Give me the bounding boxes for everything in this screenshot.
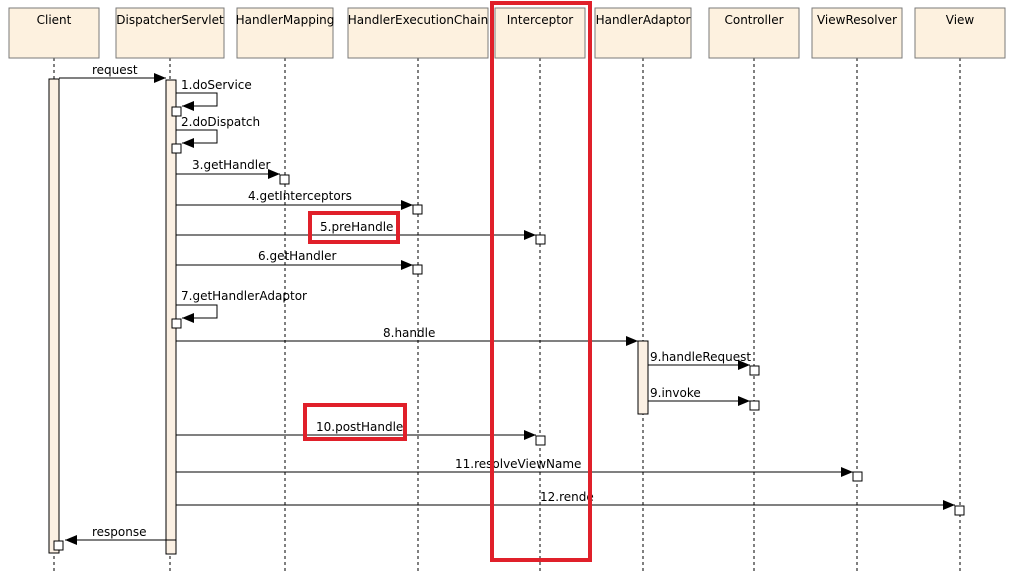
m10-label: 10.postHandle xyxy=(316,420,403,434)
m1-return-box xyxy=(171,106,182,117)
message-response: response xyxy=(53,525,176,551)
posthandle-highlight-box xyxy=(303,403,407,441)
participant-chain[interactable]: HandlerExecutionChain xyxy=(347,7,489,59)
m2-return-box xyxy=(171,143,182,154)
interceptor-participant-box xyxy=(494,7,586,59)
m2-self-arrow xyxy=(176,129,218,148)
mapping-participant-label: HandlerMapping xyxy=(236,13,335,27)
controller-participant-box xyxy=(708,7,800,59)
mapping-participant-box xyxy=(236,7,334,59)
dispatcher-activation-bar xyxy=(165,79,177,555)
m10-return-box xyxy=(535,435,546,446)
message-m4: 4.getInterceptors xyxy=(176,189,423,215)
m5-label: 5.preHandle xyxy=(320,220,393,234)
m9a-label: 9.handleRequest xyxy=(650,350,751,364)
participant-mapping[interactable]: HandlerMapping xyxy=(236,7,335,59)
message-m6: 6.getHandler xyxy=(176,249,423,275)
message-m7: 7.getHandlerAdaptor xyxy=(171,289,307,329)
message-m8: 8.handle xyxy=(176,326,638,346)
prehandle-highlight-box xyxy=(308,211,400,244)
participant-controller[interactable]: Controller xyxy=(708,7,800,59)
m3-return-box xyxy=(279,174,290,185)
dispatcher-participant-label: DispatcherServlet xyxy=(116,13,224,27)
adaptor-activation-bar xyxy=(637,340,649,415)
participant-adaptor[interactable]: HandlerAdaptor xyxy=(594,7,692,59)
response-label: response xyxy=(92,525,147,539)
controller-participant-label: Controller xyxy=(724,13,783,27)
adaptor-participant-label: HandlerAdaptor xyxy=(596,13,691,27)
m7-label: 7.getHandlerAdaptor xyxy=(181,289,307,303)
message-m1: 1.doService xyxy=(171,78,252,117)
m1-label: 1.doService xyxy=(181,78,252,92)
view-participant-label: View xyxy=(946,13,975,27)
m2-label: 2.doDispatch xyxy=(181,115,260,129)
request-label: request xyxy=(92,63,138,77)
m7-self-arrow xyxy=(176,304,218,323)
m11-label: 11.resolveViewName xyxy=(455,457,581,471)
message-m12: 12.rende xyxy=(176,490,965,516)
m5-return-box xyxy=(535,234,546,245)
m12-return-box xyxy=(954,505,965,516)
response-return-box xyxy=(53,540,64,551)
chain-participant-box xyxy=(347,7,489,59)
m7-return-box xyxy=(171,318,182,329)
m11-return-box xyxy=(852,471,863,482)
m9b-return-box xyxy=(749,400,760,411)
m4-return-box xyxy=(412,204,423,215)
message-m5: 5.preHandle xyxy=(176,220,546,245)
message-m2: 2.doDispatch xyxy=(171,115,260,154)
m6-return-box xyxy=(412,264,423,275)
chain-participant-label: HandlerExecutionChain xyxy=(348,13,488,27)
resolver-participant-box xyxy=(811,7,903,59)
client-activation-bar xyxy=(48,78,60,554)
participant-client[interactable]: Client xyxy=(8,7,100,59)
m6-label: 6.getHandler xyxy=(258,249,336,263)
message-m9a: 9.handleRequest xyxy=(648,350,760,376)
message-m9b: 9.invoke xyxy=(648,386,760,411)
message-m3: 3.getHandler xyxy=(176,158,290,185)
view-participant-box xyxy=(914,7,1006,59)
m8-label: 8.handle xyxy=(383,326,435,340)
m12-label: 12.rende xyxy=(540,490,594,504)
m4-label: 4.getInterceptors xyxy=(248,189,352,203)
participant-view[interactable]: View xyxy=(914,7,1006,59)
message-m11: 11.resolveViewName xyxy=(176,457,863,482)
dispatcher-participant-box xyxy=(115,7,225,59)
adaptor-participant-box xyxy=(594,7,692,59)
message-m10: 10.postHandle xyxy=(176,420,546,446)
message-request: request xyxy=(59,63,166,83)
client-participant-box xyxy=(8,7,100,59)
interceptor-highlight-box xyxy=(490,1,592,562)
participant-dispatcher[interactable]: DispatcherServlet xyxy=(115,7,225,59)
participant-interceptor[interactable]: Interceptor xyxy=(494,7,586,59)
interceptor-participant-label: Interceptor xyxy=(507,13,574,27)
m9b-label: 9.invoke xyxy=(650,386,701,400)
participant-resolver[interactable]: ViewResolver xyxy=(811,7,903,59)
m1-self-arrow xyxy=(176,92,218,111)
m9a-return-box xyxy=(749,365,760,376)
client-participant-label: Client xyxy=(37,13,72,27)
m3-label: 3.getHandler xyxy=(192,158,270,172)
resolver-participant-label: ViewResolver xyxy=(817,13,897,27)
